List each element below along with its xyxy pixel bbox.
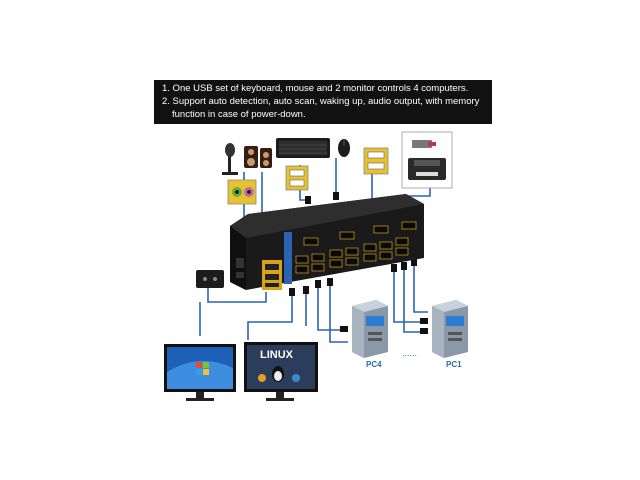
monitor-left <box>164 344 236 401</box>
computer-pc1 <box>432 300 468 358</box>
wired-remote-icon <box>196 270 224 288</box>
feature-line-2: 2. Support auto detection, auto scan, wa… <box>162 96 480 107</box>
kvm-switch <box>230 194 424 290</box>
computer-pc4 <box>352 300 388 358</box>
mouse-icon <box>338 139 350 157</box>
keyboard-icon <box>276 138 330 158</box>
speaker-icon <box>244 146 272 168</box>
pc4-label: PC4 <box>366 360 382 369</box>
connection-cables <box>199 158 431 343</box>
microphone-icon <box>222 143 238 175</box>
feature-line-1: 1. One USB set of keyboard, mouse and 2 … <box>162 83 469 94</box>
audio-port-icon <box>227 179 257 205</box>
monitor-right: LINUX <box>244 342 318 401</box>
printer-icon <box>401 131 453 189</box>
kvm-rear-ports <box>295 221 417 274</box>
usb-port-icon <box>285 165 309 191</box>
usb-port-icon-right <box>363 147 389 175</box>
pc1-label: PC1 <box>446 360 462 369</box>
linux-screen-text: LINUX <box>260 349 294 361</box>
ellipsis-separator: ...... <box>402 348 417 358</box>
feature-line-3: function in case of power-down. <box>172 109 306 120</box>
feature-banner: 1. One USB set of keyboard, mouse and 2 … <box>154 80 492 124</box>
